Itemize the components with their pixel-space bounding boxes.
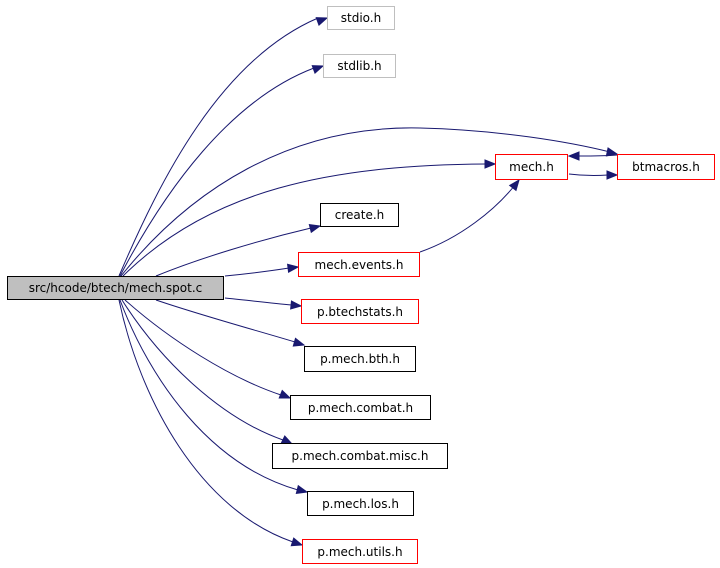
node-btmacros-h[interactable]: btmacros.h <box>617 154 715 180</box>
node-p-mech-bth-h[interactable]: p.mech.bth.h <box>304 346 416 372</box>
root-file-node: src/hcode/btech/mech.spot.c <box>7 276 224 300</box>
node-mech-events-h[interactable]: mech.events.h <box>298 252 420 277</box>
edge-root-to-mech_events <box>224 267 290 277</box>
edge-root-to-p_mech_combat_misc <box>121 299 284 441</box>
edge-root-to-create <box>155 227 312 277</box>
edge-root-to-p_btechstats <box>224 297 293 306</box>
arrowhead-root-to-p_mech_utils <box>290 537 304 547</box>
arrowhead-root-to-p_mech_los <box>295 484 309 495</box>
arrowhead-root-to-mech <box>484 159 497 169</box>
edge-root-to-p_mech_utils <box>118 299 294 543</box>
edge-mech-to-btmacros <box>568 173 609 177</box>
node-create-h[interactable]: create.h <box>320 203 399 227</box>
edge-mech_events-to-mech <box>419 184 516 253</box>
edge-btmacros-to-mech <box>577 154 618 157</box>
node-stdlib-h: stdlib.h <box>323 54 396 78</box>
arrowhead-root-to-p_mech_combat <box>278 389 292 399</box>
edge-root-to-mech <box>122 163 487 277</box>
node-p-mech-los-h[interactable]: p.mech.los.h <box>307 491 414 516</box>
edge-root-to-btmacros <box>120 127 611 277</box>
arrowhead-root-to-mech_events <box>287 263 300 273</box>
edge-root-to-stdio <box>118 17 319 277</box>
node-stdio-h: stdio.h <box>327 6 395 30</box>
arrowhead-mech-to-btmacros <box>606 170 619 180</box>
arrowhead-root-to-create <box>308 223 322 234</box>
edge-root-to-p_mech_combat <box>124 299 282 396</box>
node-p-btechstats-h[interactable]: p.btechstats.h <box>301 299 419 324</box>
node-p-mech-utils-h[interactable]: p.mech.utils.h <box>302 539 418 564</box>
arrowhead-root-to-p_mech_bth <box>292 337 306 347</box>
node-mech-h[interactable]: mech.h <box>495 154 568 180</box>
node-p-mech-combat-h[interactable]: p.mech.combat.h <box>290 395 431 420</box>
edge-root-to-p_mech_bth <box>155 299 296 343</box>
arrowhead-mech_events-to-mech <box>508 178 520 192</box>
node-p-mech-combat-misc-h[interactable]: p.mech.combat.misc.h <box>272 443 448 469</box>
arrowhead-root-to-stdio <box>315 17 329 27</box>
arrowhead-root-to-p_btechstats <box>290 300 303 310</box>
arrowhead-root-to-stdlib <box>311 65 325 75</box>
edge-root-to-stdlib <box>119 67 315 277</box>
edge-root-to-p_mech_los <box>119 299 299 491</box>
arrowhead-btmacros-to-mech <box>567 151 580 161</box>
